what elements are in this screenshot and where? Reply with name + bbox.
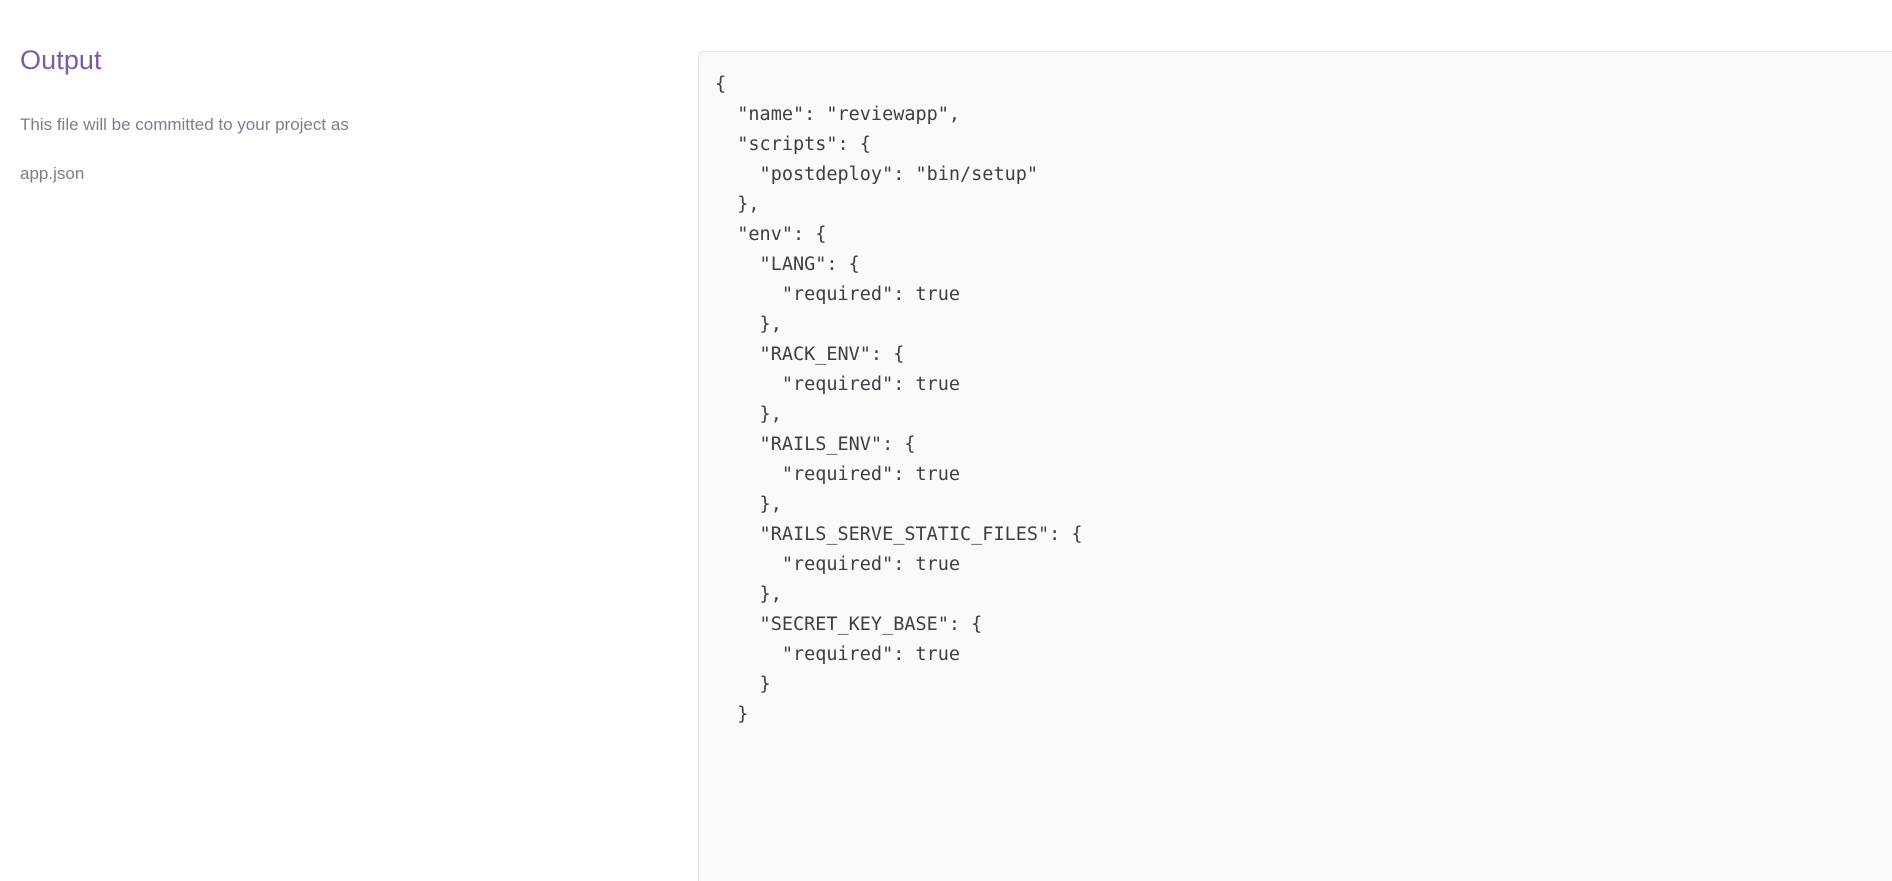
output-page: Output This file will be committed to yo… <box>20 44 1892 881</box>
page-title: Output <box>20 45 102 75</box>
output-description-text: This file will be committed to your proj… <box>20 114 349 134</box>
code-output-content: { "name": "reviewapp", "scripts": { "pos… <box>715 74 1083 725</box>
output-filename: app.json <box>20 163 85 183</box>
output-description-column: Output This file will be committed to yo… <box>20 44 640 198</box>
code-output-panel[interactable]: { "name": "reviewapp", "scripts": { "pos… <box>698 51 1892 881</box>
output-description: This file will be committed to your proj… <box>20 100 450 198</box>
